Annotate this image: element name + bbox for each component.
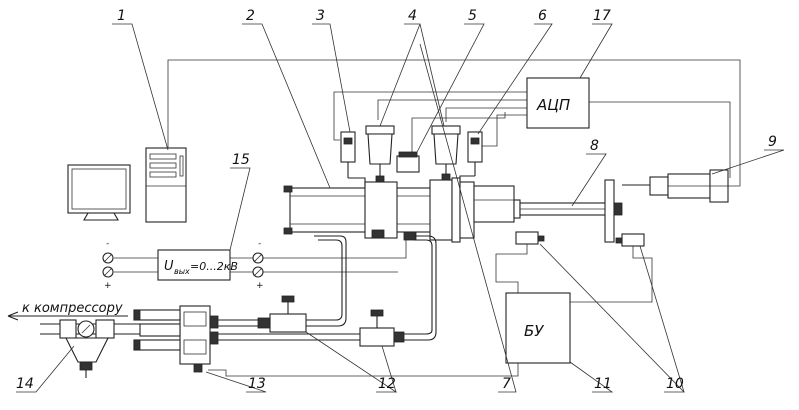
callout-1: 1 bbox=[117, 8, 126, 24]
displacement-transducer bbox=[622, 169, 729, 203]
svg-text:-: - bbox=[106, 239, 109, 249]
callout-3: 3 bbox=[316, 8, 325, 24]
cylinder-assembly bbox=[283, 151, 623, 243]
filter-regulator bbox=[40, 319, 140, 378]
svg-text:+: + bbox=[104, 281, 112, 291]
callout-6: 6 bbox=[538, 8, 547, 24]
callout-11: 11 bbox=[594, 376, 612, 392]
pneumatic-lines bbox=[216, 235, 437, 341]
callout-4: 4 bbox=[408, 8, 417, 24]
callout-15: 15 bbox=[232, 152, 250, 168]
callout-17: 17 bbox=[593, 8, 611, 24]
distributor-valve bbox=[133, 305, 219, 373]
svg-text:+: + bbox=[256, 281, 264, 291]
voltage-value: =0...2кВ bbox=[190, 260, 238, 273]
limit-switches bbox=[515, 231, 645, 247]
leader-lines bbox=[16, 23, 785, 393]
callout-7: 7 bbox=[502, 376, 511, 392]
pressure-sensors bbox=[340, 131, 483, 186]
callout-8: 8 bbox=[590, 138, 599, 154]
callout-14: 14 bbox=[16, 376, 34, 392]
adc-label: АЦП bbox=[536, 96, 570, 114]
voltage-sub: вых bbox=[174, 267, 190, 276]
callout-numbers: 1 2 3 4 5 6 17 15 8 9 14 13 12 7 11 10 bbox=[16, 8, 777, 392]
valves bbox=[365, 125, 461, 183]
signal-wires bbox=[167, 59, 741, 187]
control-unit-label: БУ bbox=[524, 322, 544, 340]
throttle-valves bbox=[257, 295, 405, 347]
callout-10: 10 bbox=[666, 376, 684, 392]
computer bbox=[67, 147, 187, 223]
control-unit: БУ bbox=[208, 244, 653, 377]
callout-9: 9 bbox=[768, 134, 777, 150]
hv-supply: U вых =0...2кВ - + - + bbox=[102, 239, 407, 291]
svg-text:-: - bbox=[258, 239, 261, 249]
voltage-main: U bbox=[164, 259, 174, 274]
callout-5: 5 bbox=[468, 8, 477, 24]
adc-block: АЦП bbox=[526, 77, 590, 129]
callout-13: 13 bbox=[248, 376, 266, 392]
callout-12: 12 bbox=[378, 376, 396, 392]
compressor-arrow: к компрессору bbox=[7, 301, 128, 321]
callout-2: 2 bbox=[246, 8, 255, 24]
compressor-label: к компрессору bbox=[22, 301, 123, 316]
